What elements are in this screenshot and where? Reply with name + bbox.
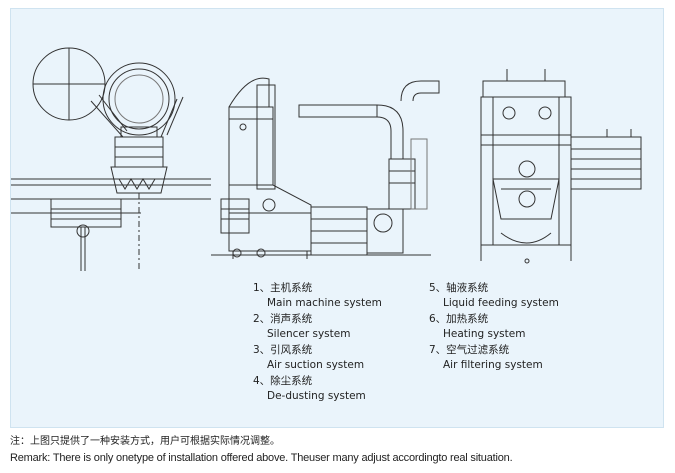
legend-item-zh: 4、除尘系统: [253, 375, 313, 387]
legend-item-en: Main machine system: [267, 297, 382, 309]
legend-item-en: Heating system: [443, 328, 526, 340]
legend-column-2: 5、轴液系统 Liquid feeding system 6、加热系统 Heat…: [429, 281, 559, 374]
top-view-drawing: [11, 47, 211, 271]
remark-chinese: 注：上图只提供了一种安装方式，用户可根据实际情况调整。: [10, 436, 280, 447]
legend-item-en: Liquid feeding system: [443, 297, 559, 309]
legend-item-zh: 5、轴液系统: [429, 282, 489, 294]
legend-column-1: 1、主机系统 Main machine system 2、消声系统 Silenc…: [253, 281, 382, 405]
legend-item-en: Air filtering system: [443, 359, 543, 371]
legend-item-zh: 1、主机系统: [253, 282, 313, 294]
legend-item-zh: 2、消声系统: [253, 313, 313, 325]
legend-item-en: De-dusting system: [267, 390, 366, 402]
legend-item-zh: 3、引风系统: [253, 344, 313, 356]
legend-item-en: Silencer system: [267, 328, 351, 340]
front-view-drawing: [480, 69, 642, 264]
installation-drawing: [11, 47, 642, 271]
remark-english: Remark: There is only onetype of install…: [10, 452, 513, 464]
side-view-drawing: [211, 77, 440, 259]
legend-item-en: Air suction system: [267, 359, 365, 371]
legend-item-zh: 7、空气过滤系统: [429, 344, 510, 356]
diagram-panel: 1、主机系统 Main machine system 2、消声系统 Silenc…: [10, 8, 664, 428]
legend-item-zh: 6、加热系统: [429, 313, 489, 325]
